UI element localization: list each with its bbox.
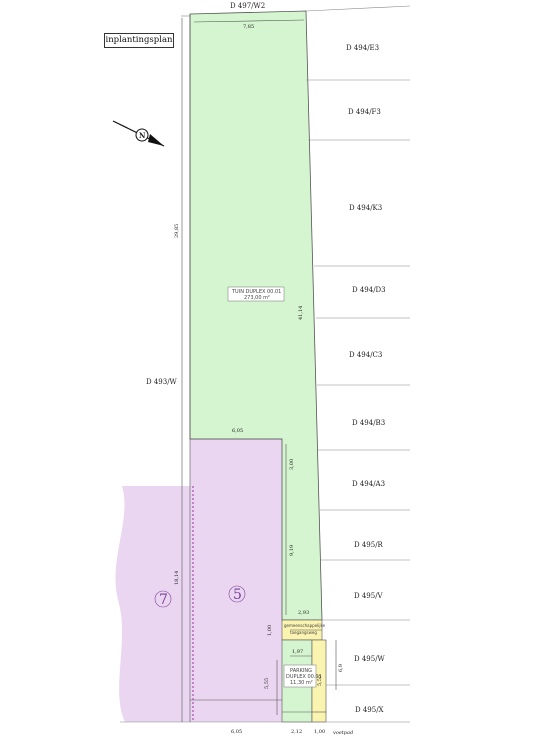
north-arrow-icon: N <box>112 120 165 147</box>
dim-seg-e: 1,97 <box>292 649 303 655</box>
dim-seg-d: 1,00 <box>267 625 273 636</box>
tuin-label-line2: 273,00 m² <box>244 295 270 301</box>
dim-bottom-b: 2,12 <box>291 729 302 735</box>
parcel-label-w2: D 497/W2 <box>230 2 265 10</box>
dim-seg-h: 6,9 <box>338 664 344 672</box>
tuin-label-box <box>227 286 285 302</box>
dim-seg-c: 2,93 <box>298 610 309 616</box>
dim-seg-b: 9,19 <box>289 545 295 556</box>
dim-seg-a: 3,00 <box>289 459 295 470</box>
lot-number-7: 7 <box>159 592 168 608</box>
parcel-label-e3: D 494/E3 <box>346 44 379 52</box>
svg-text:N: N <box>139 131 146 140</box>
lot-7-marker <box>154 590 172 608</box>
plan-title: inplantingsplan <box>104 33 174 48</box>
parcel-label-d3: D 494/D3 <box>352 286 386 294</box>
parcel-label-x: D 495/X <box>355 706 384 714</box>
dim-left-length: 29,85 <box>174 224 180 238</box>
lot-5-marker <box>228 585 246 603</box>
lot-7-area <box>115 486 190 722</box>
parcel-lines <box>120 5 411 723</box>
parking-label-line2: DUPLEX 00.01 <box>286 674 322 680</box>
tuin-label-line1: TUIN DUPLEX 00.01 <box>231 289 281 295</box>
parcel-label-a3: D 494/A3 <box>352 480 385 488</box>
parcel-label-c3: D 494/C3 <box>349 351 382 359</box>
parcel-label-493w: D 493/W <box>146 378 178 386</box>
dim-seg-g: 5,55 <box>317 675 323 686</box>
dim-bottom-a: 6,05 <box>231 729 242 735</box>
voetpad-label: voetpad <box>333 730 353 736</box>
dim-seg-f: 5,55 <box>264 678 270 689</box>
dim-bottom-c: 1,00 <box>314 729 325 735</box>
lot-5-area <box>190 439 282 722</box>
parcel-label-r: D 495/R <box>354 541 384 549</box>
access-label-line2: toegangsweg <box>290 630 317 635</box>
parcel-label-v: D 495/V <box>354 592 384 600</box>
access-label-line1: gemeenschappelijke <box>284 623 326 628</box>
parking-label-box <box>283 664 317 688</box>
dim-top-width: 7,85 <box>243 24 254 30</box>
dim-total-left: 18,14 <box>174 571 180 585</box>
parcel-label-f3: D 494/F3 <box>348 108 381 116</box>
parcel-label-w: D 495/W <box>354 655 386 663</box>
parking-label-line3: 11,30 m² <box>290 680 313 686</box>
dim-right-length: 41,14 <box>298 306 304 320</box>
dimension-lines <box>181 14 337 722</box>
parcel-label-k3: D 494/K3 <box>349 204 382 212</box>
parcel-label-b3: D 494/B3 <box>352 419 385 427</box>
dim-mid-width: 6,05 <box>232 428 243 434</box>
parking-label-line1: PARKING <box>290 668 312 674</box>
lot-number-5: 5 <box>233 587 242 603</box>
